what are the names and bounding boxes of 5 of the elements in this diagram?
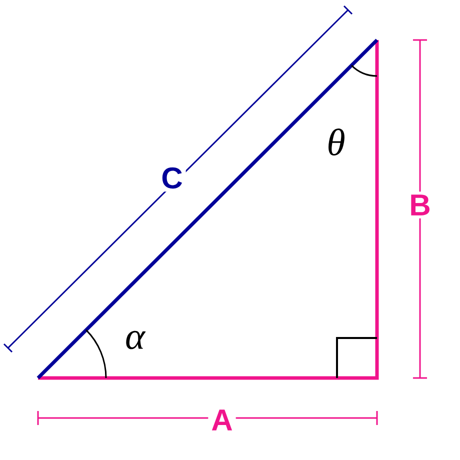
dimension-label: C <box>158 164 186 192</box>
dimension-label: B <box>406 192 434 218</box>
angle-label: θ <box>328 128 344 156</box>
angle-label: α <box>126 330 146 350</box>
dimension-label: A <box>208 406 236 434</box>
